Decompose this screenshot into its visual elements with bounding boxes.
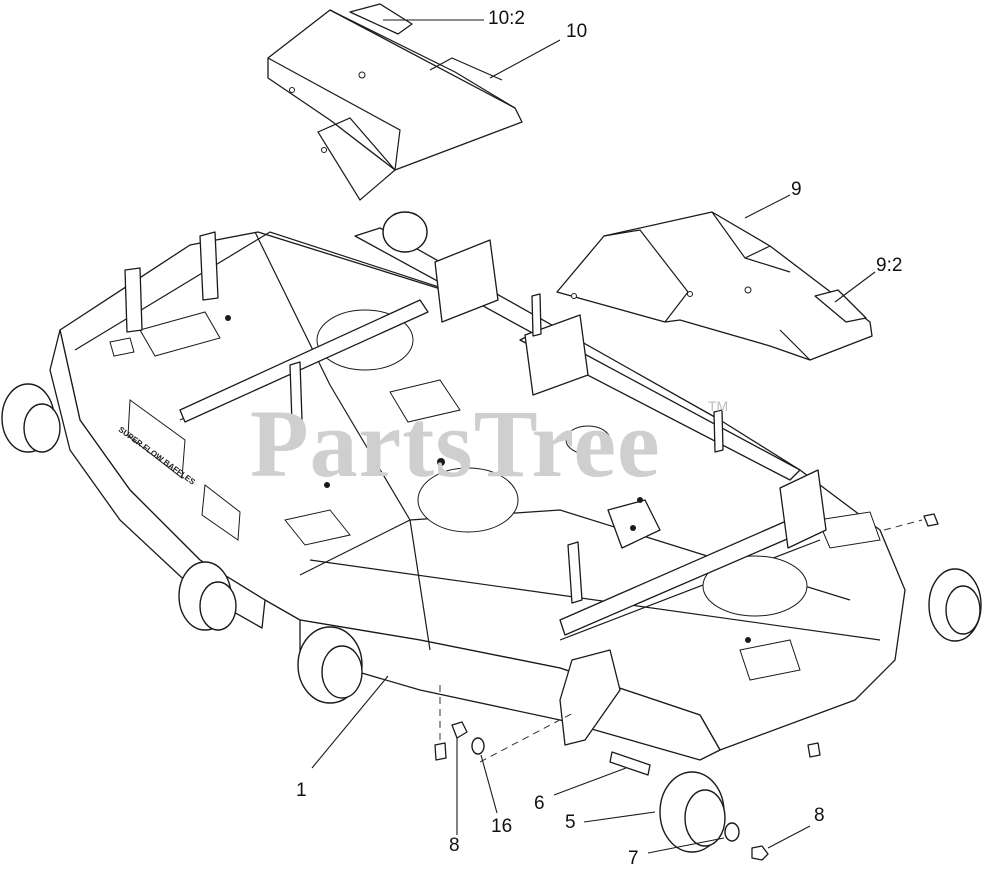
nut-part-8-right <box>751 845 769 861</box>
partstree-watermark: PartsTree <box>250 390 661 497</box>
assembly-line-caster <box>479 711 576 763</box>
caster-arm-bracket <box>559 649 621 746</box>
trademark-mark: TM <box>708 398 729 414</box>
assembly-line-bolt <box>883 519 923 531</box>
leader-lines <box>311 19 876 854</box>
spindle-part-6 <box>609 751 651 776</box>
caster-wheel-mid-left <box>178 561 237 631</box>
callout-9: 9 <box>791 179 802 200</box>
washer-part-7 <box>724 822 740 842</box>
caster-wheel-front <box>297 626 363 704</box>
baffle-flap-part-9-2 <box>814 289 867 323</box>
washer-part-16 <box>471 737 485 755</box>
bolt-under-deck <box>434 742 447 761</box>
callout-8-right: 8 <box>814 805 825 826</box>
baffle-flap-part-10-2 <box>349 3 413 35</box>
caster-wheel-rear-top <box>382 211 428 253</box>
callout-1: 1 <box>296 780 307 801</box>
caster-wheel-right <box>928 568 982 642</box>
baffle-part-10 <box>267 9 523 201</box>
callout-9-2: 9:2 <box>876 255 903 276</box>
bolt-right-side <box>807 513 939 758</box>
callout-8-left: 8 <box>449 835 460 856</box>
callout-10-2: 10:2 <box>488 8 525 29</box>
caster-wheel-front-left <box>1 383 61 453</box>
mower-deck-part-1 <box>49 227 906 761</box>
baffle-part-9 <box>556 211 873 361</box>
caster-wheel-part-5 <box>659 771 726 853</box>
callout-5: 5 <box>565 812 576 833</box>
callout-6: 6 <box>534 793 545 814</box>
callout-7: 7 <box>628 848 639 869</box>
bolt-part-8-left <box>451 721 468 739</box>
callout-10: 10 <box>566 21 588 42</box>
callout-16: 16 <box>491 816 513 837</box>
